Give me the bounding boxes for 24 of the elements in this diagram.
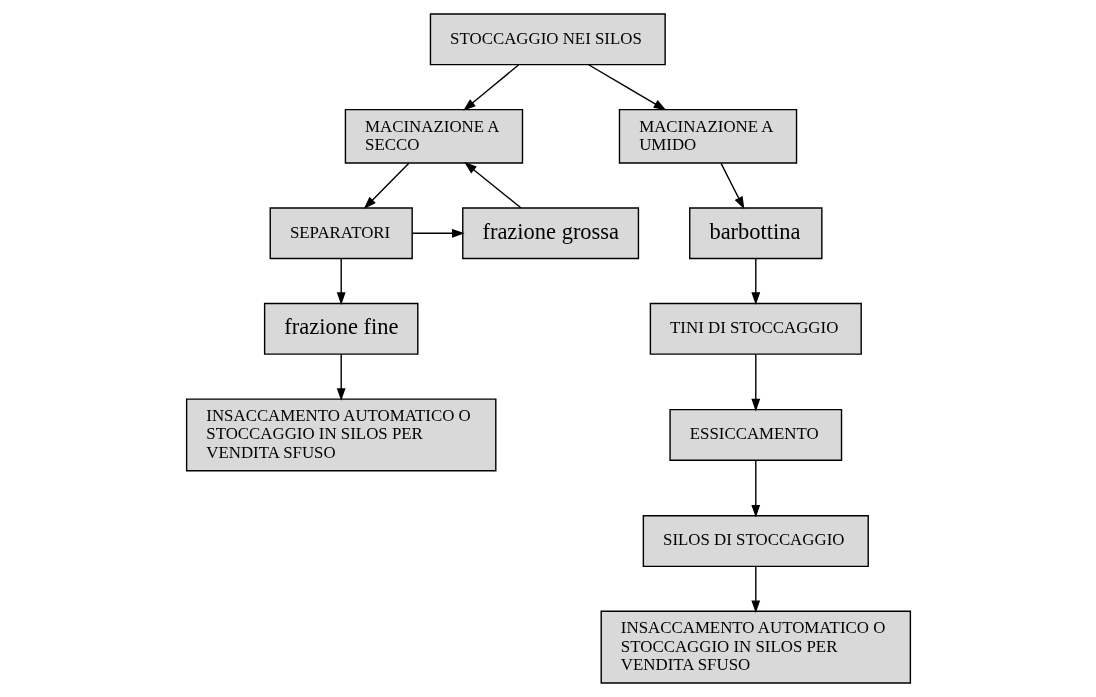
node-box: SILOS DI STOCCAGGIO (642, 515, 869, 568)
node-box: ESSICCAMENTO (668, 408, 842, 461)
arrow (411, 228, 465, 238)
arrow (750, 353, 760, 412)
arrow (719, 162, 744, 210)
arrow (463, 162, 521, 209)
node-box: frazione grossa (461, 207, 639, 260)
node-box: MACINAZIONE A UMIDO (618, 108, 797, 164)
node-box: INSACCAMENTO AUTOMATICO O STOCCAGGIO IN SILOS PER VENDITA SFUSO (600, 610, 911, 684)
arrow (750, 565, 760, 614)
arrow (750, 459, 760, 518)
arrow (336, 258, 346, 306)
node-box: MACINAZIONE A SECCO (344, 108, 523, 164)
arrow (363, 162, 409, 209)
arrow (462, 64, 519, 111)
node-box: STOCCAGGIO NEI SILOS (429, 13, 666, 66)
node-box: barbottina (688, 207, 823, 260)
node-box: frazione fine (263, 302, 418, 355)
arrow (336, 353, 346, 401)
arrow (587, 64, 666, 111)
node-box: TINI DI STOCCAGGIO (649, 302, 862, 355)
node-box: INSACCAMENTO AUTOMATICO O STOCCAGGIO IN SILOS PER VENDITA SFUSO (185, 398, 496, 472)
node-box: SEPARATORI (269, 207, 413, 260)
arrow (750, 258, 760, 306)
